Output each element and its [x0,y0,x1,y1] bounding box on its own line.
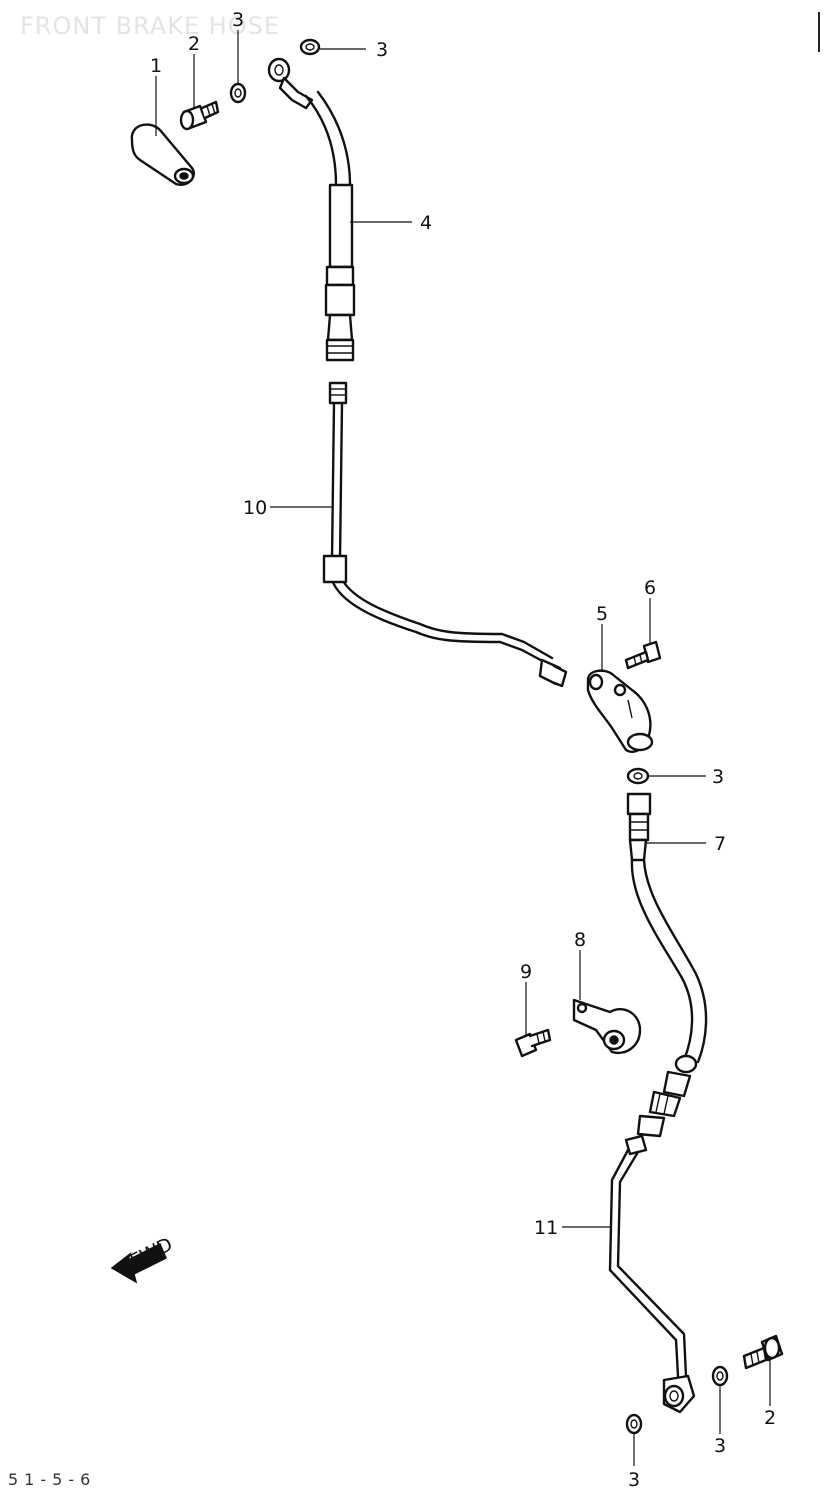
callout-2-top: 2 [188,33,200,55]
reference-code: 51-5-6 [8,1470,97,1489]
callout-8: 8 [574,929,586,951]
callout-10: 10 [243,497,267,519]
callout-1: 1 [150,55,162,77]
part-7-lower-hose [626,792,708,1138]
callout-4: 4 [420,212,432,234]
part-2-union-bolt-bottom [742,1334,784,1370]
callout-11: 11 [534,1217,558,1239]
part-10-upper-pipe [322,381,568,688]
callout-3-middle: 3 [712,766,724,788]
part-11-lower-pipe [608,1134,696,1414]
part-5-three-way-joint [586,669,654,753]
callout-3-bottom-right: 3 [714,1435,726,1457]
callout-2-bottom: 2 [764,1407,776,1429]
callout-6: 6 [644,577,656,599]
part-2-union-bolt-top [179,100,220,131]
page-edge-mark [818,12,820,52]
part-6-bolt [624,640,662,670]
part-8-clamp [572,998,642,1055]
part-3-washer-top-left [229,82,247,104]
part-3-washer-bottom-left [625,1413,643,1435]
callout-3-top-left: 3 [232,9,244,31]
part-3-washer-bottom-right [711,1365,729,1387]
callout-3-bottom-left: 3 [628,1469,640,1491]
part-9-bolt [514,1028,552,1058]
callout-9: 9 [520,961,532,983]
callout-3-top-right: 3 [376,39,388,61]
callout-5: 5 [596,603,608,625]
part-3-washer-top-right [299,38,321,56]
leader-lines [155,30,771,1466]
diagram-title: FRONT BRAKE HOSE [20,12,281,40]
fwd-arrow-icon: FWD [110,1233,177,1284]
part-4-upper-hose [267,57,356,362]
part-1-cap [130,123,195,186]
callout-7: 7 [714,833,726,855]
fwd-label: FWD [127,1233,177,1272]
part-3-washer-middle [626,767,650,785]
